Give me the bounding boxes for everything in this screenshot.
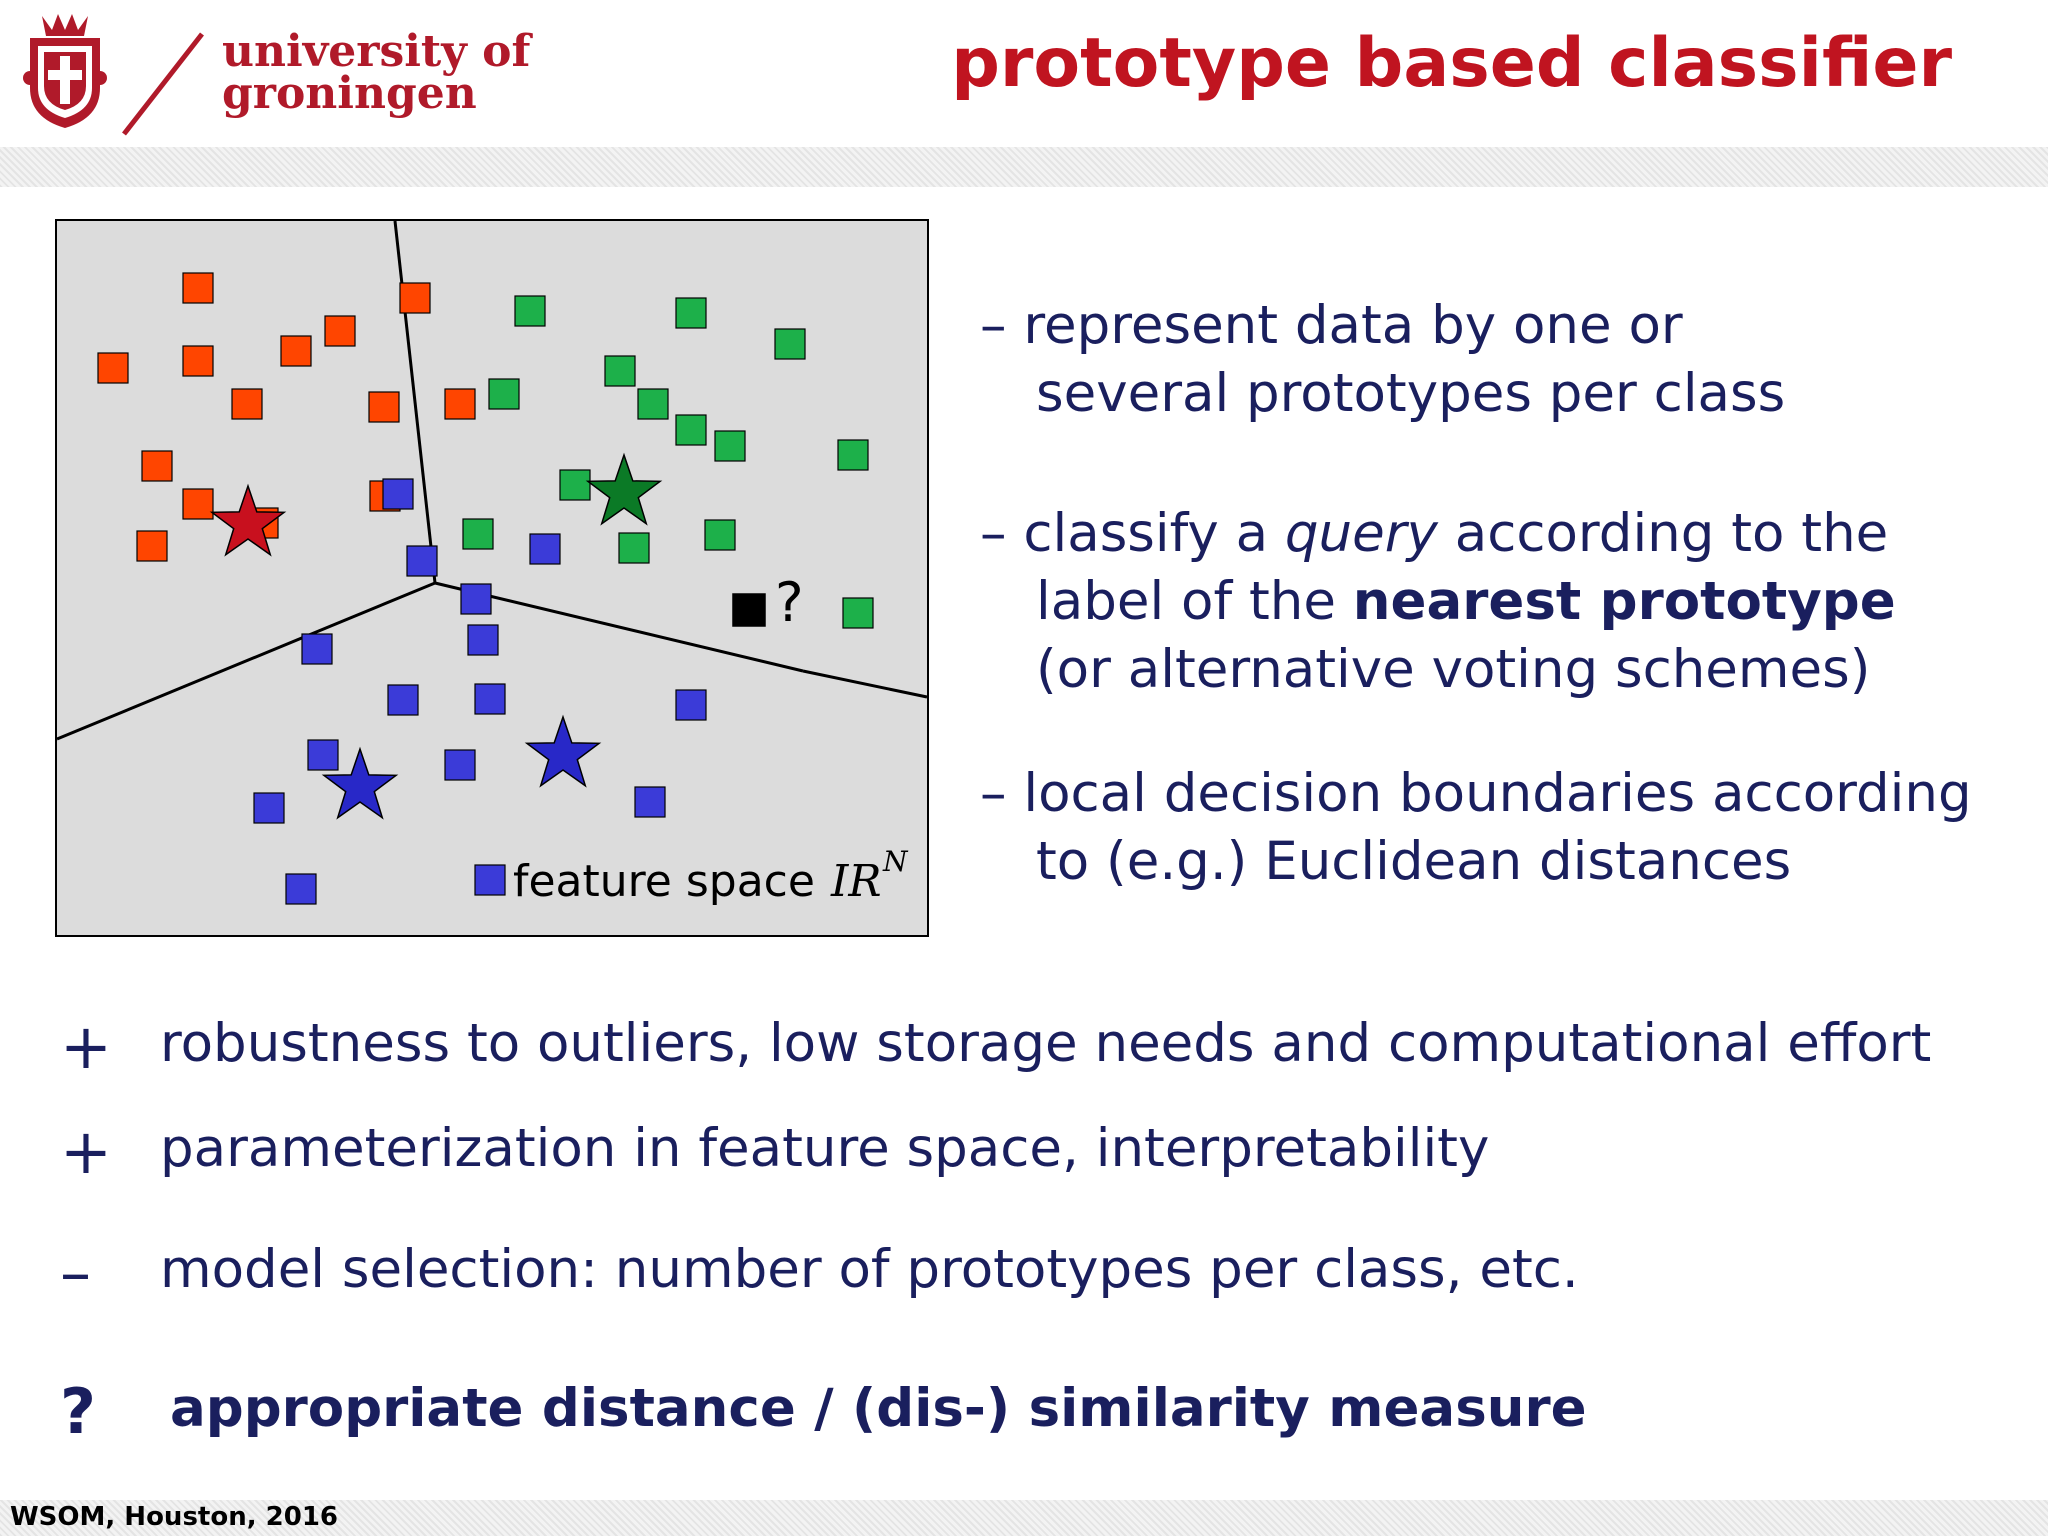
sample-blue <box>285 873 317 905</box>
bullet-text: label of the <box>1036 571 1353 632</box>
bullet-text: – local decision boundaries according <box>980 763 1972 824</box>
footer-text: WSOM, Houston, 2016 <box>10 1502 339 1532</box>
sample-blue <box>474 683 506 715</box>
slide-title: prototype based classifier <box>951 24 1952 103</box>
feature-space-superscript: N <box>882 845 909 878</box>
bullet-text: to (e.g.) Euclidean distances <box>1036 831 1792 892</box>
bold-phrase: nearest prototype <box>1352 571 1896 632</box>
sample-green <box>559 469 591 501</box>
sample-red <box>182 488 214 520</box>
pro-parameterization: + parameterization in feature space, inte… <box>60 1115 1489 1188</box>
bullet-line: – represent data by one or <box>980 292 1785 360</box>
feature-space-label: feature space <box>513 856 815 907</box>
plus-sign-icon: + <box>60 1010 112 1083</box>
sample-red <box>182 345 214 377</box>
con-model-selection: – model selection: number of prototypes p… <box>60 1236 1579 1309</box>
sample-red <box>97 352 129 384</box>
sample-blue <box>253 792 285 824</box>
feature-space-diagram: ? feature space IR N <box>55 219 929 937</box>
university-crest-icon <box>23 14 107 128</box>
con-model-selection-text: model selection: number of prototypes pe… <box>160 1239 1579 1301</box>
sample-red <box>141 450 173 482</box>
pro-robustness-text: robustness to outliers, low storage need… <box>160 1013 1932 1075</box>
open-question-distance: ? appropriate distance / (dis-) similarit… <box>60 1375 1587 1448</box>
sample-red <box>399 282 431 314</box>
sample-green <box>514 295 546 327</box>
bullet-text: several prototypes per class <box>1036 363 1786 424</box>
logo-slash-icon <box>122 32 204 136</box>
sample-blue <box>529 533 561 565</box>
bullet-text: according to the <box>1437 503 1889 564</box>
bullet-line: (or alternative voting schemes) <box>980 636 1896 704</box>
logo-text-line1: university of <box>222 26 531 77</box>
bullet-line: label of the nearest prototype <box>980 568 1896 636</box>
logo-text-line2: groningen <box>222 68 477 119</box>
minus-sign-icon: – <box>60 1236 91 1309</box>
bullet-line: – local decision boundaries according <box>980 760 1972 828</box>
sample-green <box>488 378 520 410</box>
bullet-text: – represent data by one or <box>980 295 1683 356</box>
bullet-line: several prototypes per class <box>980 360 1785 428</box>
bullet-line: – classify a query according to the <box>980 500 1896 568</box>
sample-green <box>637 388 669 420</box>
sample-green <box>842 597 874 629</box>
sample-blue <box>406 545 438 577</box>
open-question-distance-text: appropriate distance / (dis-) similarity… <box>170 1378 1587 1440</box>
bullet-local-boundaries: – local decision boundaries according to … <box>980 760 1972 896</box>
bullet-line: to (e.g.) Euclidean distances <box>980 828 1972 896</box>
sample-blue <box>301 633 333 665</box>
sample-blue <box>382 478 414 510</box>
sample-green <box>675 297 707 329</box>
plus-sign-icon: + <box>60 1115 112 1188</box>
bullet-text: – classify a <box>980 503 1285 564</box>
sample-green <box>462 518 494 550</box>
sample-red <box>136 530 168 562</box>
question-mark-icon: ? <box>60 1375 96 1448</box>
sample-green <box>604 355 636 387</box>
pro-robustness: + robustness to outliers, low storage nee… <box>60 1010 1931 1083</box>
sample-red <box>444 388 476 420</box>
header-stripe <box>0 147 2048 187</box>
sample-blue <box>634 786 666 818</box>
sample-green <box>837 439 869 471</box>
bullet-represent-data: – represent data by one or several protot… <box>980 292 1785 428</box>
sample-blue <box>675 689 707 721</box>
prototype-star-green <box>585 452 663 526</box>
sample-green <box>618 532 650 564</box>
sample-red <box>280 335 312 367</box>
sample-red <box>324 315 356 347</box>
sample-blue <box>444 749 476 781</box>
sample-red <box>231 388 263 420</box>
sample-blue <box>307 739 339 771</box>
prototype-star-blue <box>321 746 399 820</box>
prototype-star-red <box>209 483 287 557</box>
sample-green <box>704 519 736 551</box>
sample-blue <box>474 864 506 896</box>
footer-stripe <box>0 1500 2048 1536</box>
sample-blue <box>467 624 499 656</box>
sample-green <box>675 414 707 446</box>
sample-red <box>182 272 214 304</box>
query-point <box>732 593 766 627</box>
feature-space-symbol: IR <box>830 856 882 907</box>
pro-parameterization-text: parameterization in feature space, inter… <box>160 1118 1490 1180</box>
bullet-text: (or alternative voting schemes) <box>1036 639 1871 700</box>
decision-boundaries <box>56 220 928 741</box>
sample-blue <box>460 583 492 615</box>
sample-green <box>774 328 806 360</box>
query-label: ? <box>775 571 804 634</box>
sample-blue <box>387 684 419 716</box>
sample-green <box>714 430 746 462</box>
sample-red <box>368 391 400 423</box>
italic-phrase: query <box>1284 503 1438 564</box>
prototype-star-blue <box>524 714 602 788</box>
